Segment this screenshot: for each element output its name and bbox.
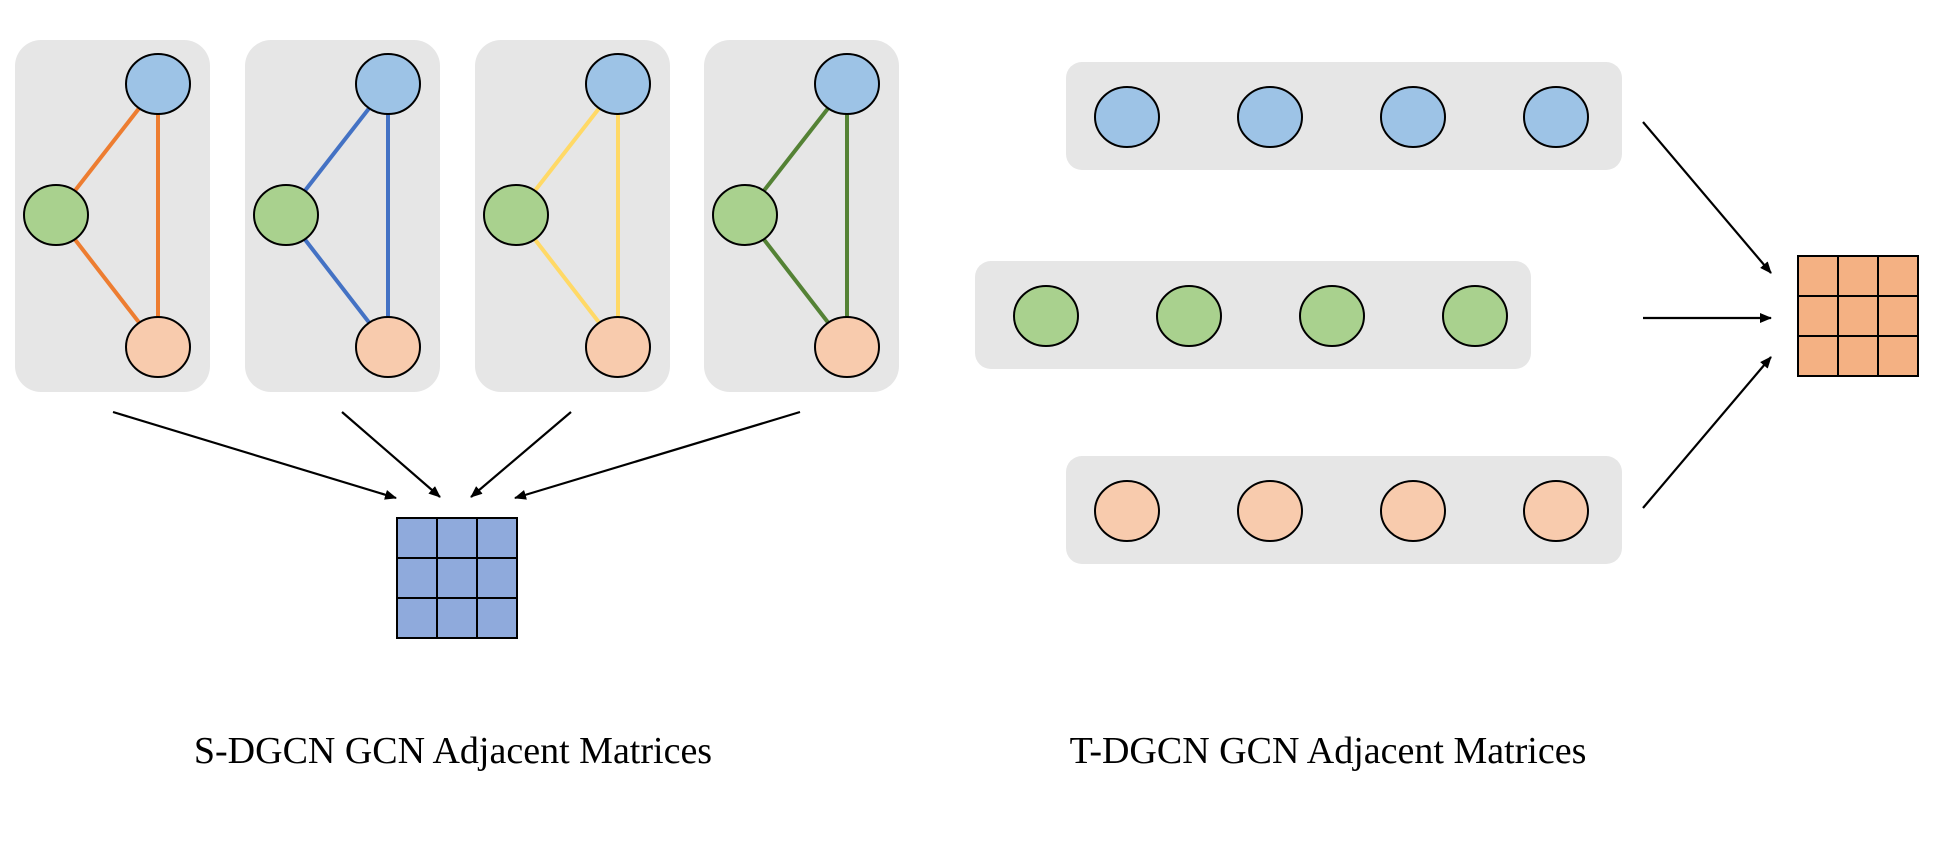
node-green	[712, 184, 778, 246]
matrix-cell	[476, 597, 518, 639]
matrix-cell	[1877, 295, 1919, 337]
spatial-graph-3	[475, 40, 670, 392]
graph-panel	[15, 40, 210, 392]
temporal-arrows-group	[1642, 121, 1772, 509]
spatial-adjacency-matrix	[396, 517, 518, 639]
node-blue	[1094, 86, 1160, 148]
node-peach	[355, 316, 421, 378]
spatial-graph-4	[704, 40, 899, 392]
temporal-caption: T-DGCN GCN Adjacent Matrices	[1069, 730, 1587, 772]
node-peach	[1380, 480, 1446, 542]
matrix-cell	[1837, 335, 1879, 377]
arrow-4	[514, 410, 801, 500]
node-green	[1013, 285, 1079, 347]
temporal-row-blue	[1066, 62, 1622, 170]
matrix-cell	[396, 517, 438, 559]
node-blue	[1523, 86, 1589, 148]
node-green	[1156, 285, 1222, 347]
node-green	[23, 184, 89, 246]
matrix-cell	[436, 597, 478, 639]
node-green	[253, 184, 319, 246]
matrix-cell	[1797, 335, 1839, 377]
node-peach	[1094, 480, 1160, 542]
temporal-adjacency-matrix	[1797, 255, 1919, 377]
matrix-cell	[436, 517, 478, 559]
matrix-cell	[476, 557, 518, 599]
node-peach	[585, 316, 651, 378]
arrow-1	[112, 410, 397, 500]
node-peach	[814, 316, 880, 378]
temporal-sequences-group	[975, 62, 1622, 564]
node-peach	[1523, 480, 1589, 542]
node-green	[483, 184, 549, 246]
node-blue	[1237, 86, 1303, 148]
matrix-cell	[1837, 255, 1879, 297]
spatial-arrows-group	[112, 410, 801, 500]
temporal-row-green	[975, 261, 1531, 369]
spatial-graph-2	[245, 40, 440, 392]
arrow-2	[341, 411, 441, 498]
node-blue	[814, 53, 880, 115]
matrix-cell	[436, 557, 478, 599]
sequence-panel	[975, 261, 1531, 369]
spatial-graph-1	[15, 40, 210, 392]
sequence-panel	[1066, 456, 1622, 564]
node-blue	[125, 53, 191, 115]
matrix-cell	[396, 597, 438, 639]
node-blue	[585, 53, 651, 115]
node-peach	[125, 316, 191, 378]
arrow-3	[1642, 356, 1772, 509]
graph-panel	[245, 40, 440, 392]
temporal-row-peach	[1066, 456, 1622, 564]
matrix-cell	[1797, 295, 1839, 337]
matrix-cell	[1877, 255, 1919, 297]
arrow-1	[1642, 121, 1772, 274]
sequence-panel	[1066, 62, 1622, 170]
node-green	[1442, 285, 1508, 347]
node-blue	[355, 53, 421, 115]
matrix-cell	[476, 517, 518, 559]
node-blue	[1380, 86, 1446, 148]
spatial-caption: S-DGCN GCN Adjacent Matrices	[193, 730, 713, 772]
arrow-3	[470, 411, 572, 498]
spatial-graphs-group	[15, 40, 899, 392]
matrix-cell	[1797, 255, 1839, 297]
matrix-cell	[1837, 295, 1879, 337]
node-green	[1299, 285, 1365, 347]
graph-panel	[475, 40, 670, 392]
graph-panel	[704, 40, 899, 392]
node-peach	[1237, 480, 1303, 542]
matrix-cell	[1877, 335, 1919, 377]
matrix-cell	[396, 557, 438, 599]
